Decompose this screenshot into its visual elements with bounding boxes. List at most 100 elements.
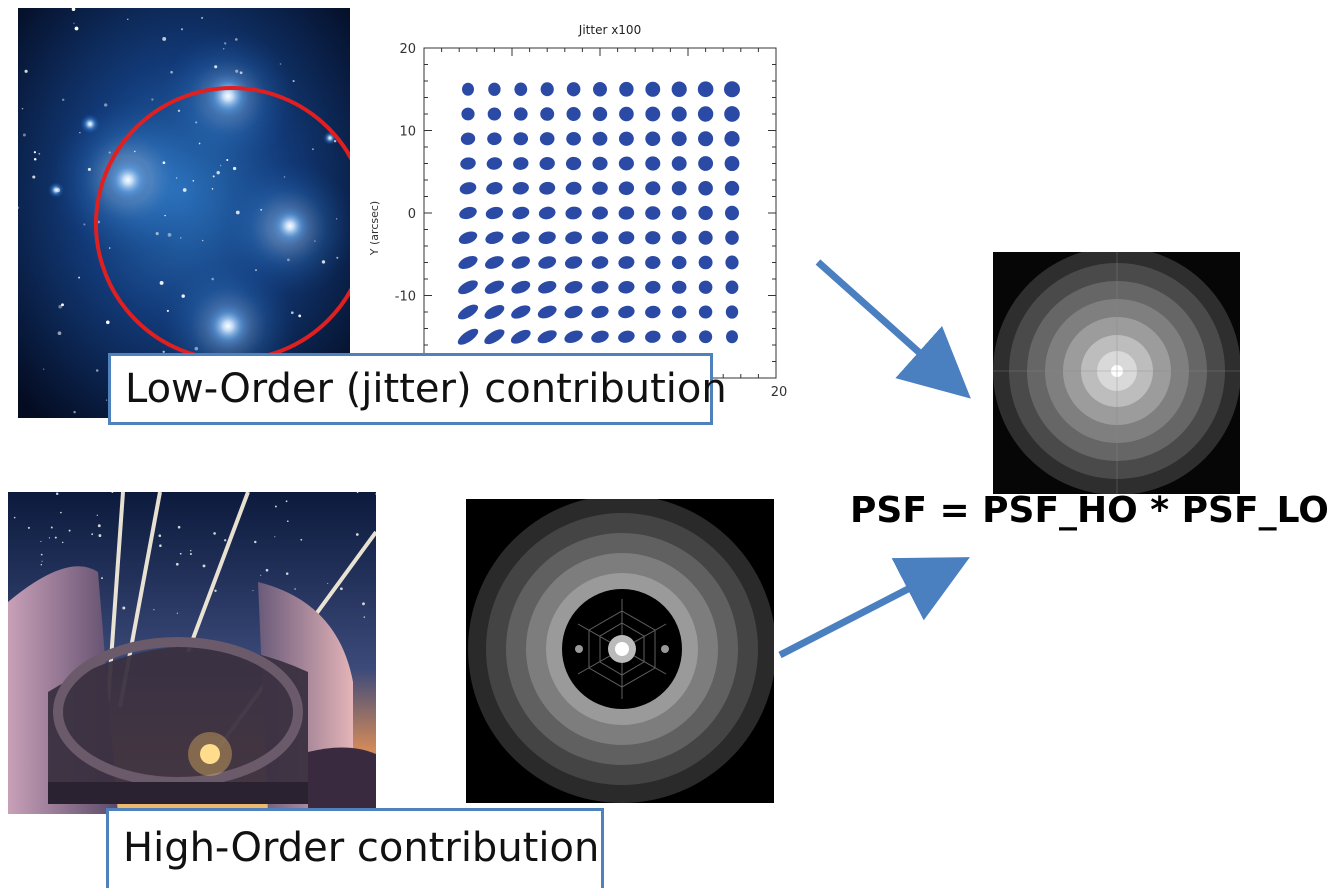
jitter-ellipse — [511, 280, 531, 294]
jitter-ellipse — [539, 156, 555, 171]
star-dot — [252, 590, 254, 592]
low-order-label: Low-Order (jitter) contribution — [125, 366, 727, 412]
jitter-ellipse — [488, 82, 501, 96]
jitter-ellipse — [460, 157, 476, 170]
jitter-ellipse — [618, 280, 635, 294]
jitter-ellipse — [460, 132, 476, 145]
jitter-ellipse — [671, 280, 687, 294]
combined-psf-image — [993, 252, 1240, 494]
star-dot — [255, 269, 257, 272]
jitter-ellipse — [618, 206, 635, 220]
star-dot — [192, 180, 195, 182]
jitter-ellipse — [698, 280, 713, 294]
jitter-ellipse — [512, 206, 530, 220]
star-dot — [167, 233, 172, 237]
star-dot — [38, 152, 41, 155]
star-dot — [287, 258, 290, 262]
high-order-callout: High-Order contribution — [106, 808, 604, 888]
jitter-ellipse — [725, 255, 739, 270]
jitter-ellipse — [565, 156, 582, 171]
star-dot — [201, 16, 204, 19]
jitter-ellipse — [538, 280, 557, 294]
jitter-ellipse — [564, 305, 583, 319]
star-dot — [213, 532, 216, 535]
jitter-ellipse — [619, 81, 634, 97]
jitter-ellipse — [697, 106, 714, 122]
star-dot — [87, 167, 91, 171]
star-dot — [211, 188, 214, 190]
jitter-ellipse — [618, 330, 635, 343]
jitter-ellipse — [645, 305, 661, 319]
star-dot — [283, 176, 286, 178]
star-dot — [61, 303, 64, 307]
star-dot — [175, 562, 179, 566]
jitter-ellipse — [697, 81, 714, 98]
star-dot — [158, 534, 162, 538]
star-dot — [279, 63, 282, 65]
jitter-ellipse — [458, 255, 478, 270]
star-dot — [201, 239, 204, 242]
jitter-ellipse — [591, 231, 609, 245]
jitter-ellipse — [618, 131, 634, 146]
star-dot — [189, 549, 192, 552]
star-dot — [374, 493, 376, 495]
jitter-ellipse — [540, 82, 554, 97]
jitter-ellipse — [724, 180, 740, 196]
star-dot — [179, 552, 182, 555]
star-dot — [170, 70, 173, 74]
jitter-ellipse — [725, 305, 739, 319]
star-dot — [162, 161, 166, 165]
star-dot — [181, 28, 183, 31]
star-dot — [162, 36, 167, 41]
star-dot — [340, 587, 343, 591]
star-dot — [13, 516, 16, 519]
jitter-ellipse — [645, 231, 661, 245]
jitter-ellipse — [513, 157, 529, 170]
jitter-ellipse — [724, 81, 740, 98]
star-dot — [111, 492, 114, 493]
high-order-label: High-Order contribution — [123, 825, 600, 871]
jitter-ellipse — [645, 206, 661, 220]
jitter-ellipse — [725, 230, 739, 245]
star-dot — [356, 492, 359, 494]
star-dot — [327, 583, 329, 585]
jitter-ellipse — [645, 106, 661, 122]
star-dot — [181, 294, 185, 298]
star-dot — [195, 121, 198, 124]
star-dot — [96, 514, 98, 516]
y-axis-label: Y (arcsec) — [368, 201, 381, 256]
jitter-ellipse — [698, 156, 714, 171]
combined-psf-svg — [993, 252, 1240, 494]
star-dot — [32, 175, 36, 179]
star-dot — [224, 539, 227, 542]
jitter-ellipse — [564, 256, 583, 269]
jitter-ellipse — [487, 107, 502, 121]
star-dot — [286, 520, 289, 523]
jitter-ellipse — [565, 231, 582, 245]
jitter-ellipse — [671, 255, 687, 270]
star-dot — [321, 260, 326, 264]
jitter-ellipse — [645, 255, 661, 270]
jitter-ellipse — [538, 256, 557, 269]
star-dot — [159, 280, 164, 285]
x-tick-label: 20 — [771, 385, 788, 400]
star-dot — [274, 505, 277, 508]
jitter-ellipse — [566, 82, 581, 97]
jitter-ellipse — [699, 330, 713, 344]
star-dot — [153, 609, 155, 611]
jitter-ellipse — [540, 107, 555, 121]
jitter-ellipse — [671, 81, 687, 97]
jitter-ellipse — [539, 132, 555, 146]
star-dot — [22, 133, 26, 137]
star-dot — [362, 602, 365, 606]
star-dot — [298, 314, 302, 318]
jitter-ellipse — [698, 230, 713, 245]
star-dot — [333, 139, 337, 143]
jitter-ellipse — [565, 206, 582, 220]
jitter-ellipse — [592, 156, 608, 171]
jitter-ellipse — [645, 181, 661, 196]
jitter-ellipse — [462, 82, 474, 96]
jitter-ellipse — [538, 206, 556, 220]
star-dot — [239, 71, 243, 75]
